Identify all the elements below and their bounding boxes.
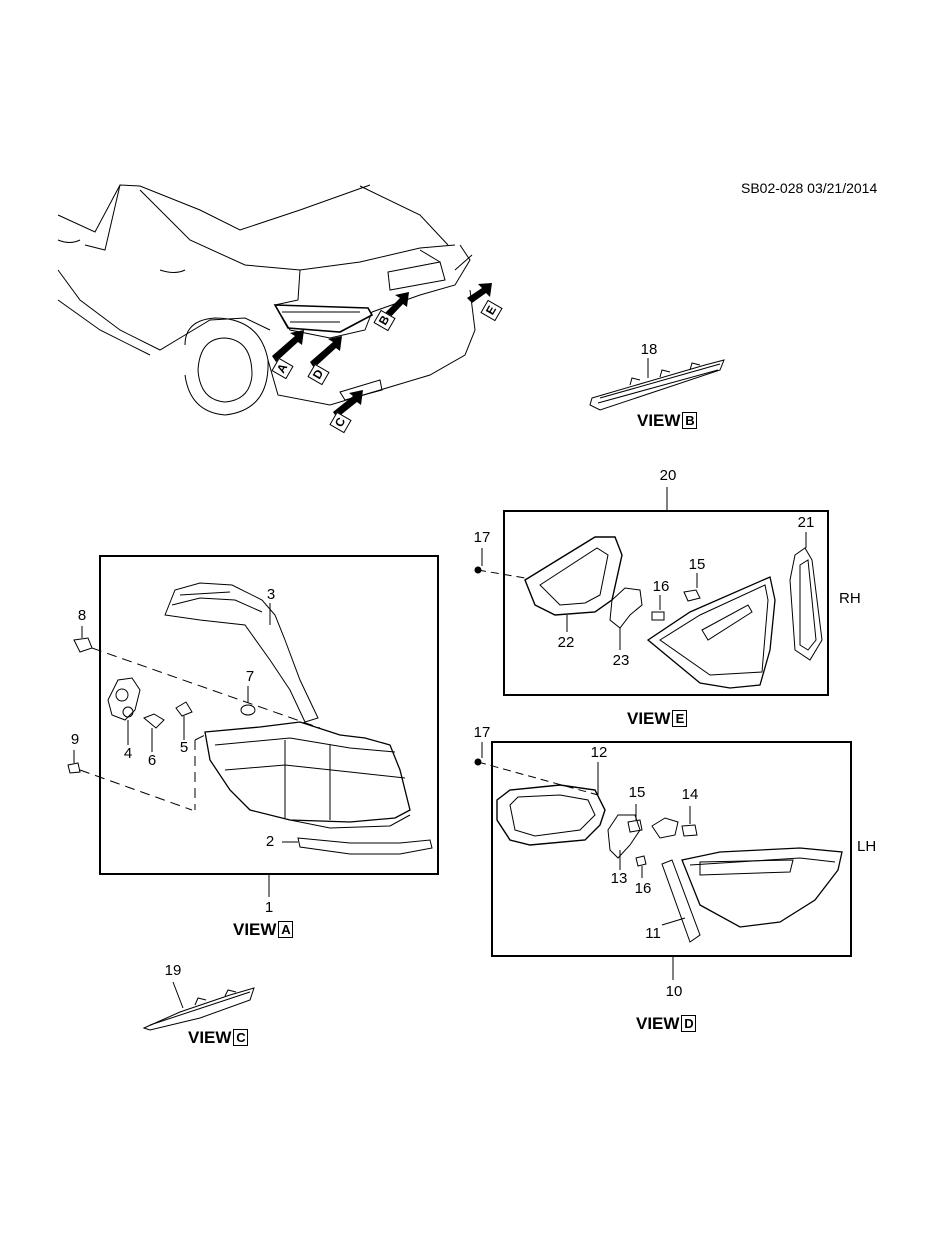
view-a-box [99,555,439,875]
callout-20: 20 [659,467,677,484]
drawing-code: SB02-028 03/21/2014 [741,180,878,196]
callout-2: 2 [265,833,275,850]
callout-16-lh: 16 [634,880,652,897]
lh-label: LH [857,838,877,855]
callout-7: 7 [245,668,255,685]
callout-13: 13 [610,870,628,887]
callout-9: 9 [70,731,80,748]
callout-23: 23 [612,652,630,669]
callout-1: 1 [264,899,274,916]
callout-16-rh: 16 [652,578,670,595]
callout-18: 18 [640,341,658,358]
callout-3: 3 [266,586,276,603]
callout-17-lh: 17 [473,724,491,741]
view-d-parts [474,742,843,980]
car-rear-illustration [57,184,476,416]
rh-label: RH [839,590,861,607]
view-e-box [503,510,829,696]
callout-15-lh: 15 [628,784,646,801]
callout-19: 19 [164,962,182,979]
part-18-high-mount-lamp [589,358,725,411]
callout-8: 8 [77,607,87,624]
callout-6: 6 [147,752,157,769]
callout-15-rh: 15 [688,556,706,573]
view-a-parts [67,582,433,897]
callout-12: 12 [590,744,608,761]
callout-22: 22 [557,634,575,651]
part-19-reflector [142,981,255,1031]
direction-arrows [272,283,492,418]
callout-10: 10 [665,983,683,1000]
view-e-parts [474,487,823,689]
callout-14: 14 [681,786,699,803]
callout-17-rh: 17 [473,529,491,546]
callout-21: 21 [797,514,815,531]
callout-11: 11 [645,925,661,942]
callout-5: 5 [179,739,189,756]
view-d-box [491,741,852,957]
callout-4: 4 [123,745,133,762]
